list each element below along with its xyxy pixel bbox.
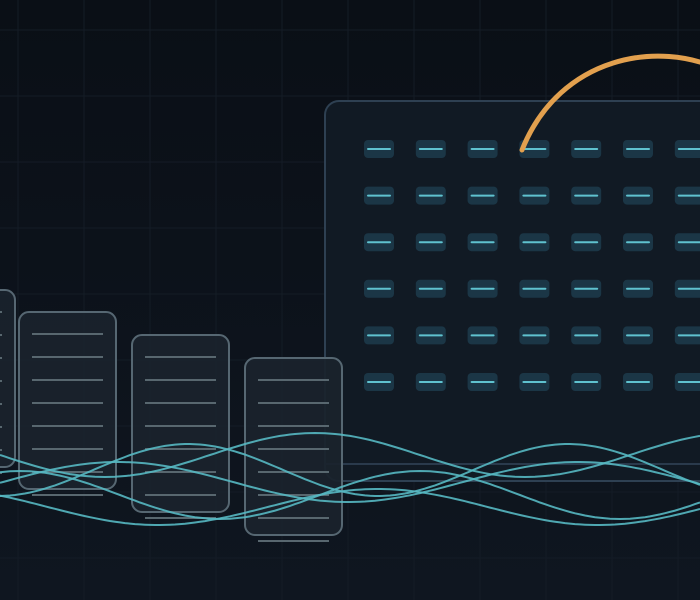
card-frame <box>0 289 16 468</box>
document-cards <box>0 289 343 542</box>
document-card-icon <box>0 289 16 474</box>
key-cell <box>519 186 550 205</box>
key-cell <box>571 373 602 391</box>
key-cell <box>415 140 446 158</box>
wave-line <box>0 461 700 503</box>
key-cell <box>519 279 550 298</box>
key-cell <box>674 279 700 298</box>
key-cell <box>623 326 653 345</box>
key-cell <box>571 233 602 252</box>
wave-line <box>0 443 700 497</box>
key-cell <box>467 186 498 205</box>
key-cell <box>623 140 653 158</box>
wave-line <box>0 488 700 526</box>
key-cell <box>674 326 700 345</box>
key-cell <box>415 373 446 391</box>
key-cell <box>519 373 550 391</box>
key-cell <box>571 326 602 345</box>
key-cell <box>623 373 653 391</box>
document-card-icon <box>131 334 230 519</box>
key-cell <box>674 233 700 252</box>
key-cell <box>415 326 446 345</box>
key-cell <box>415 279 446 298</box>
wave-line <box>0 469 700 521</box>
key-cell <box>415 233 446 252</box>
key-cell <box>519 326 550 345</box>
key-cell <box>623 186 653 205</box>
key-cell <box>674 186 700 205</box>
orange-arc-icon <box>519 53 700 153</box>
key-cell <box>467 373 498 391</box>
key-cell <box>467 279 498 298</box>
wave-line <box>0 431 700 479</box>
key-cell <box>364 326 394 345</box>
key-cell <box>519 233 550 252</box>
key-cell <box>364 140 394 158</box>
key-cell <box>623 233 653 252</box>
key-cell <box>571 186 602 205</box>
key-cell <box>467 140 498 158</box>
orange-arc <box>519 53 700 153</box>
document-card-icon <box>18 311 117 496</box>
card-frame <box>131 334 230 513</box>
key-cell <box>623 279 653 298</box>
key-cell <box>364 233 394 252</box>
key-cell <box>364 279 394 298</box>
key-cell <box>571 279 602 298</box>
key-cell <box>415 186 446 205</box>
wave-lines-icon <box>0 431 700 526</box>
key-grid-panel-icon <box>324 100 700 482</box>
key-cell <box>364 186 394 205</box>
key-cell <box>467 233 498 252</box>
key-cell <box>571 140 602 158</box>
key-cell <box>674 373 700 391</box>
key-cell <box>467 326 498 345</box>
key-cell <box>364 373 394 391</box>
key-cell <box>674 140 700 158</box>
